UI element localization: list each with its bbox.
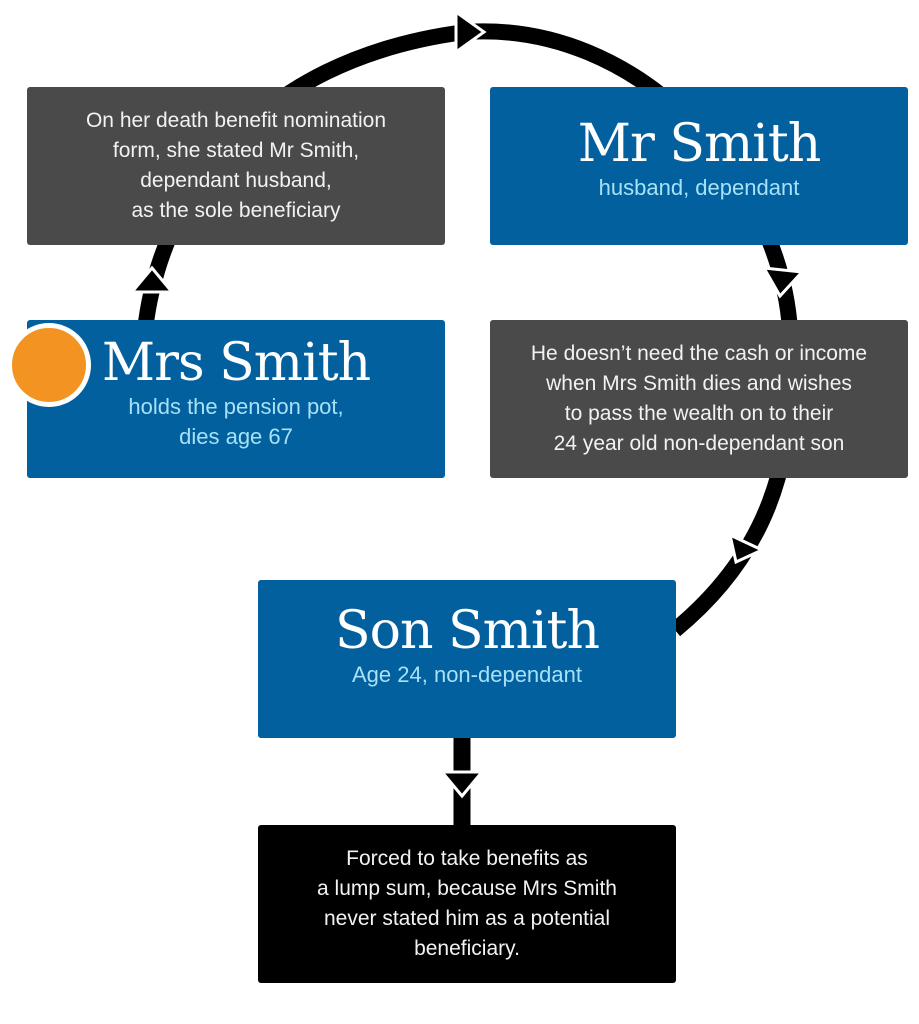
mr-smith-title: Mr Smith bbox=[577, 114, 822, 174]
nomination-box: On her death benefit nomination form, sh… bbox=[27, 87, 445, 245]
mrs-smith-box: Mrs Smith holds the pension pot, dies ag… bbox=[27, 320, 445, 478]
mr-smith-subtitle: husband, dependant bbox=[598, 175, 800, 200]
mrs-smith-subtitle: holds the pension pot, dies age 67 bbox=[128, 394, 344, 449]
start-marker-icon bbox=[7, 323, 91, 407]
wishes-box: He doesn’t need the cash or income when … bbox=[490, 320, 908, 478]
son-smith-title: Son Smith bbox=[335, 601, 600, 661]
nomination-text: On her death benefit nomination form, sh… bbox=[85, 109, 387, 222]
arrowhead-down-left-icon bbox=[727, 532, 766, 565]
mrs-smith-title: Mrs Smith bbox=[101, 333, 371, 393]
arrowhead-down-icon bbox=[438, 770, 486, 799]
son-smith-subtitle: Age 24, non-dependant bbox=[352, 662, 582, 687]
outcome-text: Forced to take benefits as a lump sum, b… bbox=[317, 847, 617, 960]
mr-smith-box: Mr Smith husband, dependant bbox=[490, 87, 908, 245]
arrowhead-right-icon bbox=[454, 9, 487, 55]
outcome-box: Forced to take benefits as a lump sum, b… bbox=[258, 825, 676, 983]
arrowhead-up-icon bbox=[128, 265, 176, 294]
arrowhead-down-icon bbox=[761, 266, 806, 299]
son-smith-box: Son Smith Age 24, non-dependant bbox=[258, 580, 676, 738]
wishes-text: He doesn’t need the cash or income when … bbox=[530, 342, 868, 455]
